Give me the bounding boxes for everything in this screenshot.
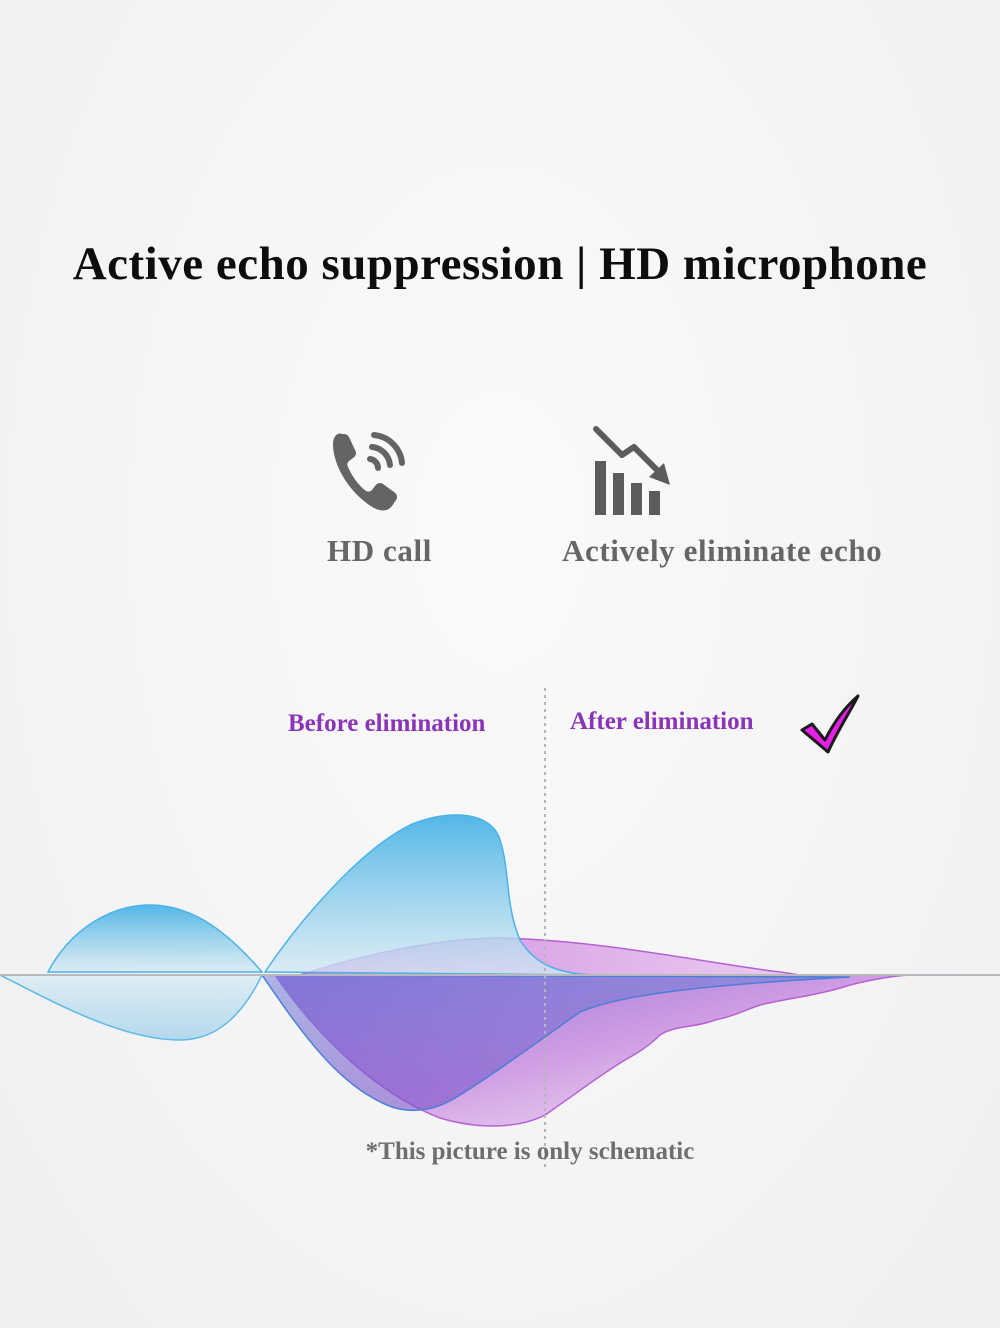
page-title: Active echo suppression | HD microphone [72,238,928,290]
feature-label-hd-call: HD call [327,533,432,568]
checkmark-icon [800,694,860,754]
phone-call-icon [333,432,405,511]
after-elimination-label: After elimination [570,708,754,735]
declining-bar-chart-icon [593,426,670,515]
echo-waveform-illustration [0,688,1000,1170]
feature-label-eliminate-echo: Actively eliminate echo [562,533,883,568]
schematic-disclaimer: *This picture is only schematic [365,1138,695,1165]
before-elimination-label: Before elimination [288,710,486,737]
